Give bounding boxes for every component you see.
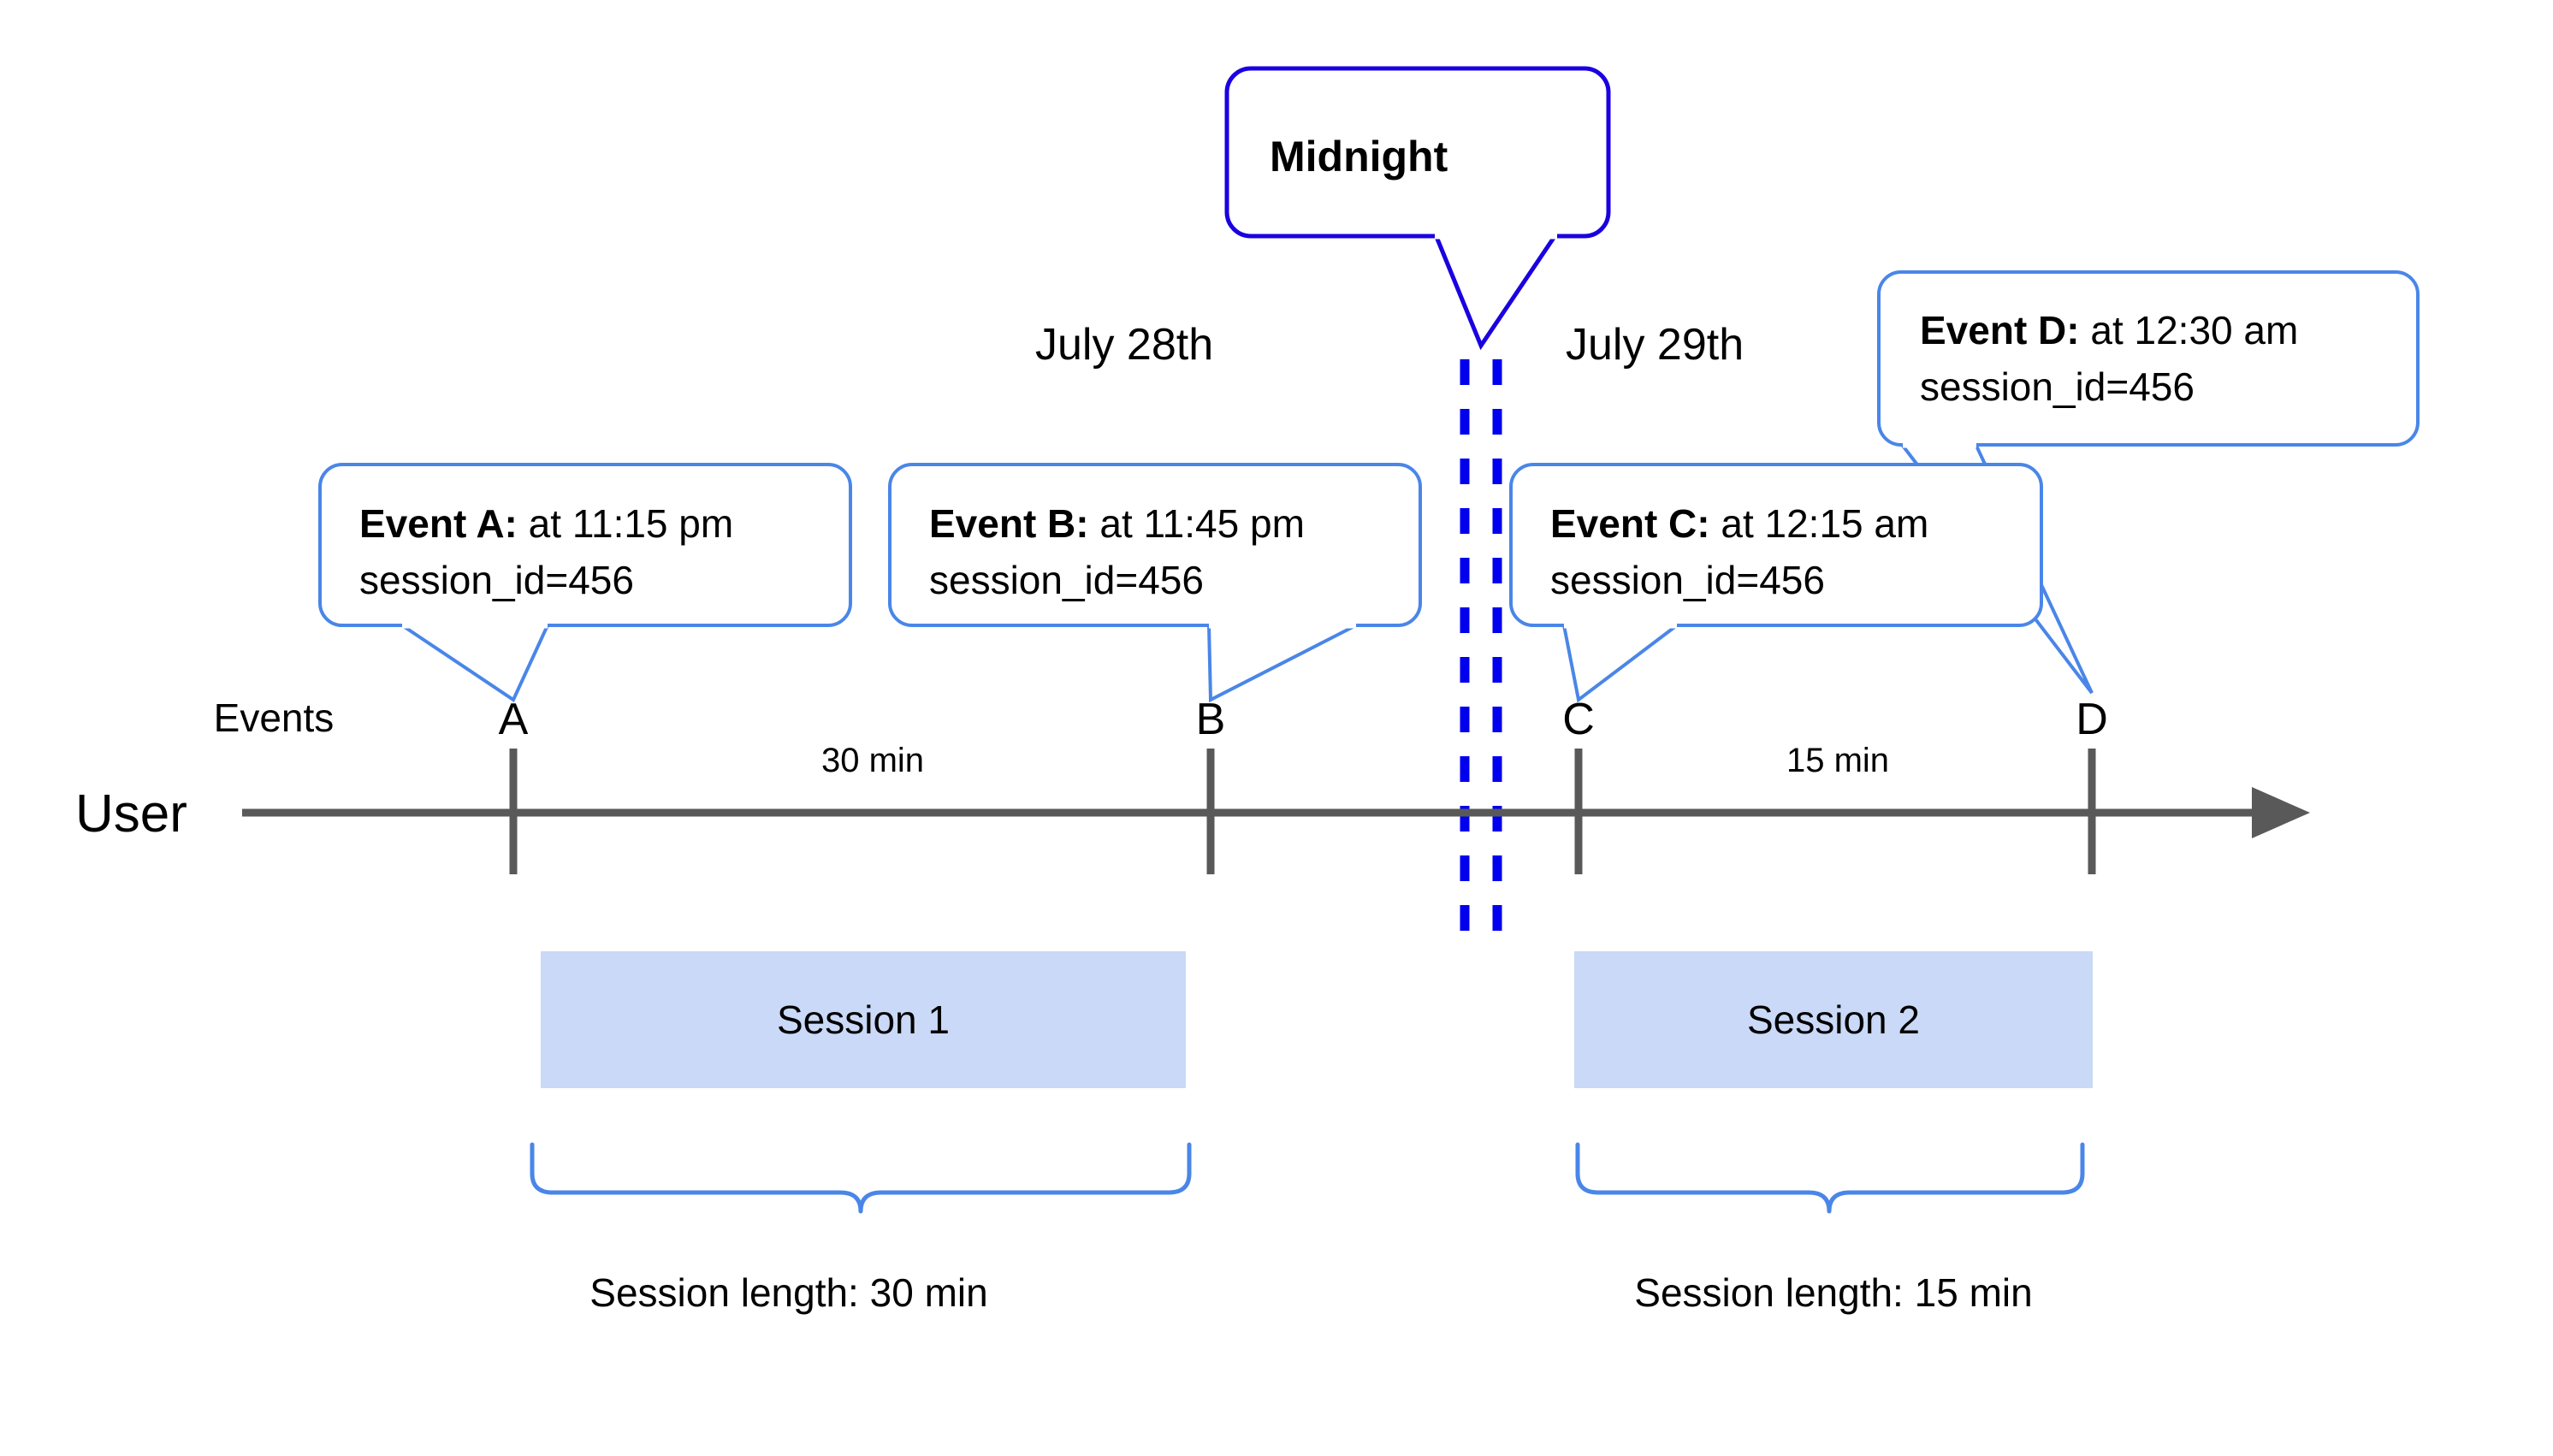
session-bar-1[interactable]: Session 1 [541,951,1186,1088]
date-label-july-29: July 29th [1566,320,1744,370]
event-letter-a: A [499,695,529,744]
event-callout-c-time: at 12:15 am [1710,501,1929,546]
midnight-callout-label: Midnight [1270,133,1448,181]
session-bar-2[interactable]: Session 2 [1574,951,2093,1088]
session-bar-2-label: Session 2 [1747,997,1920,1042]
event-callout-b-title: Event B: [929,501,1089,546]
session-2-brace [1575,1142,2085,1214]
date-label-july-28: July 28th [1035,320,1213,370]
session-bar-1-rect [541,951,1186,1088]
event-callout-d-session-id: session_id=456 [1920,364,2195,409]
session-1-brace [530,1142,1192,1214]
user-row-label: User [75,784,187,843]
event-callout-c-line1: Event C: at 12:15 am [1550,501,1928,546]
event-callout-d-title: Event D: [1920,308,2080,352]
event-letter-c: C [1562,695,1595,744]
event-callout-d-box [1877,270,2420,447]
event-callout-a-time: at 11:15 pm [518,501,733,546]
event-callout-b[interactable]: Event B: at 11:45 pm session_id=456 [888,463,1422,703]
session-bar-2-rect [1574,951,2093,1088]
event-callout-c-box [1509,463,2043,627]
event-callout-a[interactable]: Event A: at 11:15 pm session_id=456 [318,463,852,702]
event-callout-c-tail [1561,624,1682,703]
midnight-callout[interactable]: Midnight [1224,66,1611,351]
timeline-arrow-icon [2252,787,2310,838]
midnight-callout-tail [1431,230,1561,351]
session-2-length-label: Session length: 15 min [1634,1270,2032,1315]
events-row-label: Events [214,695,335,740]
midnight-marker-lines [1460,359,1502,932]
timeline-axis: User [75,749,2310,874]
event-callout-b-time: at 11:45 pm [1089,501,1305,546]
event-callout-b-session-id: session_id=456 [929,558,1204,602]
gap-label-15-min: 15 min [1786,742,1889,779]
session-1-length-label: Session length: 30 min [589,1270,987,1315]
event-callout-a-title: Event A: [359,501,518,546]
midnight-callout-box [1224,66,1611,239]
event-callout-a-line1: Event A: at 11:15 pm [359,501,733,546]
event-callout-a-box [318,463,852,627]
event-callout-c[interactable]: Event C: at 12:15 am session_id=456 [1509,463,2043,703]
event-callout-d-line1: Event D: at 12:30 am [1920,308,2298,352]
event-callout-d-time: at 12:30 am [2080,308,2299,352]
event-callout-b-tail [1206,624,1357,703]
gap-label-30-min: 30 min [821,742,924,779]
event-callout-c-session-id: session_id=456 [1550,558,1825,602]
event-callout-b-box [888,463,1422,627]
event-letter-d: D [2076,695,2108,744]
event-callout-b-line1: Event B: at 11:45 pm [929,501,1305,546]
event-callout-c-title: Event C: [1550,501,1710,546]
event-letter-b: B [1196,695,1226,744]
event-callout-a-tail [396,624,551,702]
event-callout-a-session-id: session_id=456 [359,558,634,602]
session-bar-1-label: Session 1 [777,997,950,1042]
